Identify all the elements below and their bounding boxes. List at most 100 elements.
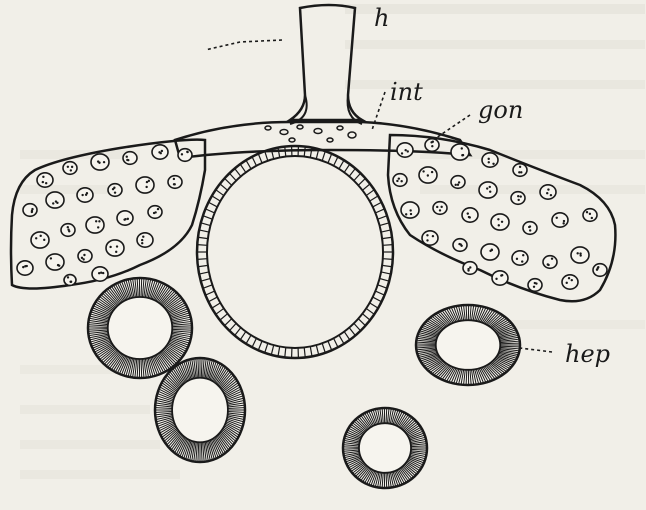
wall-hatch [380,223,390,226]
oocyte [117,211,133,225]
wall-hatch [198,237,208,238]
wall-hatch [278,148,280,158]
oocyte [397,143,413,157]
heart-label: h [374,4,389,32]
wall-hatch [383,245,393,246]
wall-hatch [246,335,251,344]
wall-hatch [358,319,365,326]
oocyte [540,185,556,199]
wall-hatch [235,328,241,336]
oocyte [482,153,498,167]
wall-hatch [197,259,207,260]
oocyte [491,214,509,230]
wall-hatch [339,335,344,344]
wall-hatch [203,216,212,219]
oocyte [528,279,542,292]
heart-structure [290,5,362,124]
wall-hatch [334,338,338,347]
intestine-label: int [390,78,423,106]
oocyte [562,275,578,289]
oocyte [46,192,64,208]
wall-hatch [316,345,318,355]
wall-hatch [235,168,241,176]
oocyte [108,184,122,197]
oocyte [61,224,75,237]
oocyte [425,139,439,152]
hepatic-tubule [155,358,245,462]
wall-hatch [304,147,305,157]
wall-hatch [240,164,246,172]
oocyte [552,213,568,227]
wall-hatch [198,265,208,266]
oocyte [451,144,469,160]
wall-hatch [201,223,211,226]
oocyte [462,208,478,222]
wall-hatch [382,265,392,266]
wall-hatch [373,202,382,207]
oocyte [106,240,124,256]
wall-hatch [271,345,273,355]
wall-hatch [205,209,214,213]
wall-hatch [362,184,370,190]
wall-hatch [216,190,224,196]
oocyte [451,176,465,189]
oocyte [23,204,37,217]
wall-hatch [229,173,236,180]
oocyte [393,174,407,187]
oocyte [46,254,64,270]
right-gonad-oocytes [393,139,607,292]
wall-hatch [240,332,246,340]
wall-hatch [258,154,262,163]
wall-hatch [354,323,361,330]
oocyte [511,192,525,205]
oocyte [433,202,447,215]
wall-hatch [220,184,228,190]
wall-hatch [375,291,384,295]
wall-hatch [382,237,392,238]
wall-hatch [212,303,220,308]
oocyte [512,251,528,265]
wall-hatch [383,259,393,260]
oocyte [136,177,154,193]
oocyte [419,167,437,183]
wall-hatch [199,272,209,274]
wall-hatch [358,178,365,185]
wall-hatch [220,314,228,320]
oocyte [463,262,477,275]
wall-hatch [225,178,232,185]
wall-hatch [362,314,370,320]
wall-hatch [208,297,217,302]
central-mesentery [175,122,470,158]
oocyte [523,222,537,235]
wall-hatch [339,160,344,169]
oocyte [148,206,162,219]
wall-hatch [201,278,211,281]
wall-hatch [285,347,286,357]
oocyte [422,231,438,245]
oocyte [137,233,153,247]
oocyte [543,256,557,269]
oocyte [593,264,607,277]
oocyte [17,261,33,275]
oocyte [37,173,53,187]
wall-hatch [328,154,332,163]
wall-hatch [322,343,325,353]
wall-hatch [344,332,350,340]
wall-hatch [354,173,361,180]
gonad-label: gon [478,96,523,124]
wall-hatch [366,190,374,196]
wall-hatch [378,285,387,288]
oocyte [583,209,597,222]
wall-hatch [208,202,217,207]
oocyte [78,250,92,263]
wall-hatch [349,168,355,176]
wall-hatch [334,157,338,166]
hepatic-tubule [343,408,427,488]
hepatic-tubule [416,305,520,385]
wall-hatch [380,278,390,281]
wall-hatch [265,151,268,161]
oocyte [453,239,467,252]
wall-hatch [278,347,280,357]
oocyte [571,247,589,263]
hepatic-tubules [88,278,520,488]
